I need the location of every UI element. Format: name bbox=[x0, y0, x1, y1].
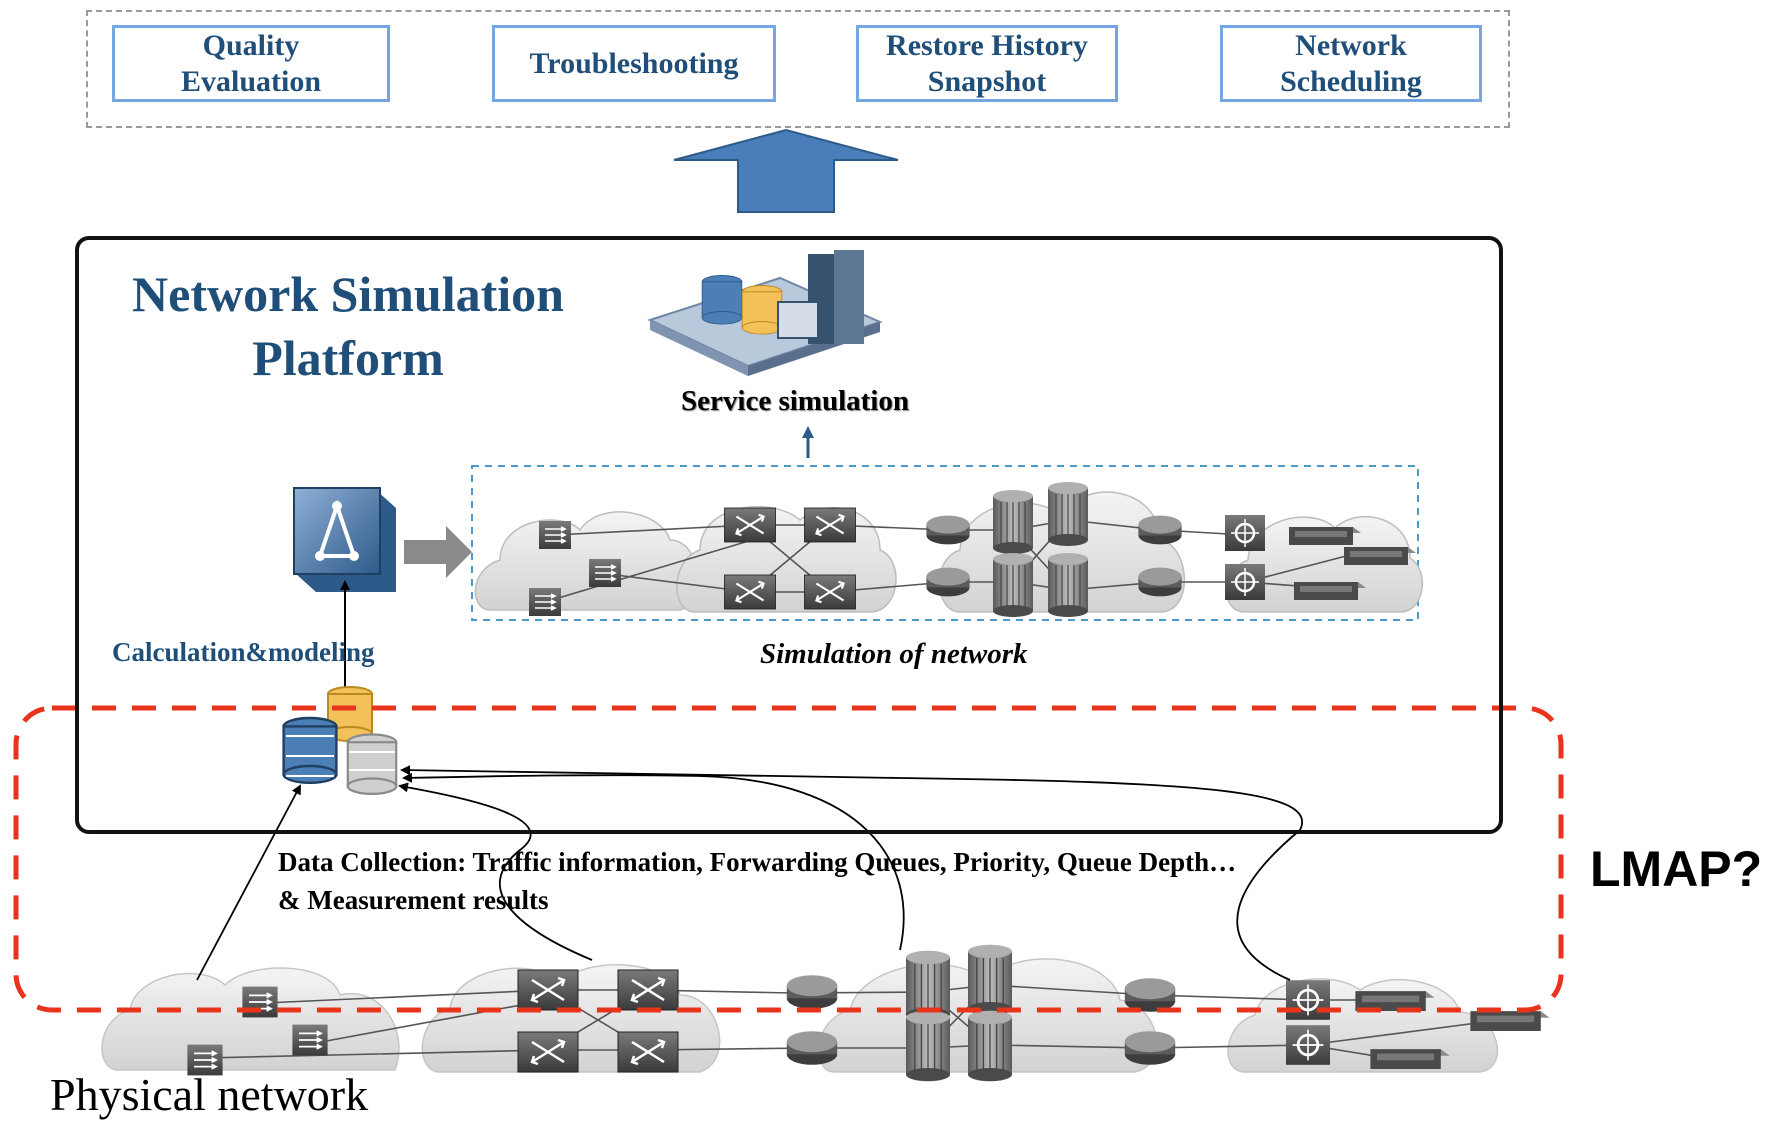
data-collection-text: Data Collection: Traffic information, Fo… bbox=[278, 847, 1237, 915]
calculation-modeling-label: Calculation&modeling bbox=[112, 637, 375, 667]
data-collection-arrows bbox=[196, 765, 1303, 981]
app-label: Restore History Snapshot bbox=[886, 28, 1088, 98]
app-label: Quality Evaluation bbox=[180, 28, 322, 98]
controller-icon bbox=[293, 487, 396, 592]
simulation-network-label: Simulation of network bbox=[760, 638, 1028, 670]
model-to-simulation-arrow bbox=[404, 526, 472, 578]
app-box-quality-evaluation: Quality Evaluation bbox=[112, 25, 390, 102]
app-box-network-scheduling: Network Scheduling bbox=[1220, 25, 1482, 102]
service-simulation-label: Service simulation bbox=[681, 385, 909, 417]
lmap-boundary bbox=[13, 705, 1564, 1013]
up-arrow bbox=[673, 128, 899, 213]
application-layer-frame bbox=[86, 10, 1510, 128]
simulation-network-frame bbox=[471, 465, 1419, 621]
database-icon bbox=[282, 686, 398, 796]
app-box-troubleshooting: Troubleshooting bbox=[492, 25, 776, 102]
app-label: Network Scheduling bbox=[1280, 28, 1422, 98]
service-simulation-icon bbox=[647, 250, 883, 376]
network-simulation-platform-box bbox=[75, 236, 1503, 834]
platform-title: Network Simulation Platform bbox=[132, 266, 564, 386]
app-label: Troubleshooting bbox=[529, 46, 739, 80]
lmap-label: LMAP? bbox=[1590, 841, 1763, 897]
app-box-restore-history: Restore History Snapshot bbox=[856, 25, 1118, 102]
physical-network-label: Physical network bbox=[50, 1069, 369, 1120]
